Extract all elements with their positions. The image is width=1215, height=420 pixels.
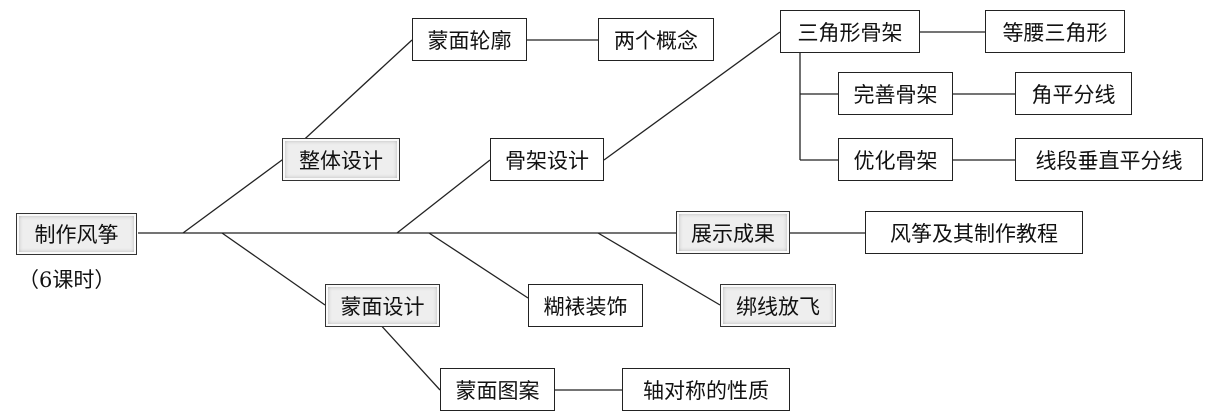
node-show-results: 展示成果 xyxy=(676,211,790,254)
line-to-cover-design xyxy=(221,232,326,306)
node-frame-design: 骨架设计 xyxy=(490,138,604,181)
node-tie-fly: 绑线放飞 xyxy=(720,284,836,327)
node-optimize-frame: 优化骨架 xyxy=(838,138,953,181)
line-to-tie-fly xyxy=(597,232,721,306)
node-perfect-frame: 完善骨架 xyxy=(838,72,953,115)
node-isosceles-triangle: 等腰三角形 xyxy=(985,10,1125,53)
node-perpendicular-bisector: 线段垂直平分线 xyxy=(1015,138,1203,181)
node-cover-pattern: 蒙面图案 xyxy=(440,368,555,411)
node-kite-tutorial: 风筝及其制作教程 xyxy=(865,211,1083,254)
root-caption: （6课时） xyxy=(18,268,116,292)
node-two-concepts: 两个概念 xyxy=(598,18,714,61)
line-to-overall-design xyxy=(182,159,283,234)
line-to-paste-decorate xyxy=(428,232,529,299)
node-kite-outline: 蒙面轮廓 xyxy=(412,18,527,61)
node-paste-decorate: 糊裱装饰 xyxy=(528,284,643,327)
node-triangle-frame: 三角形骨架 xyxy=(780,10,920,53)
line-frame-branch xyxy=(603,31,781,161)
node-root: 制作风筝 xyxy=(16,213,137,255)
line-to-frame-design xyxy=(396,159,491,234)
node-angle-bisector: 角平分线 xyxy=(1015,72,1132,115)
line-cover-branch xyxy=(377,321,441,391)
node-cover-design: 蒙面设计 xyxy=(325,284,440,327)
node-axis-symmetry: 轴对称的性质 xyxy=(622,368,790,411)
node-overall-design: 整体设计 xyxy=(282,138,400,181)
